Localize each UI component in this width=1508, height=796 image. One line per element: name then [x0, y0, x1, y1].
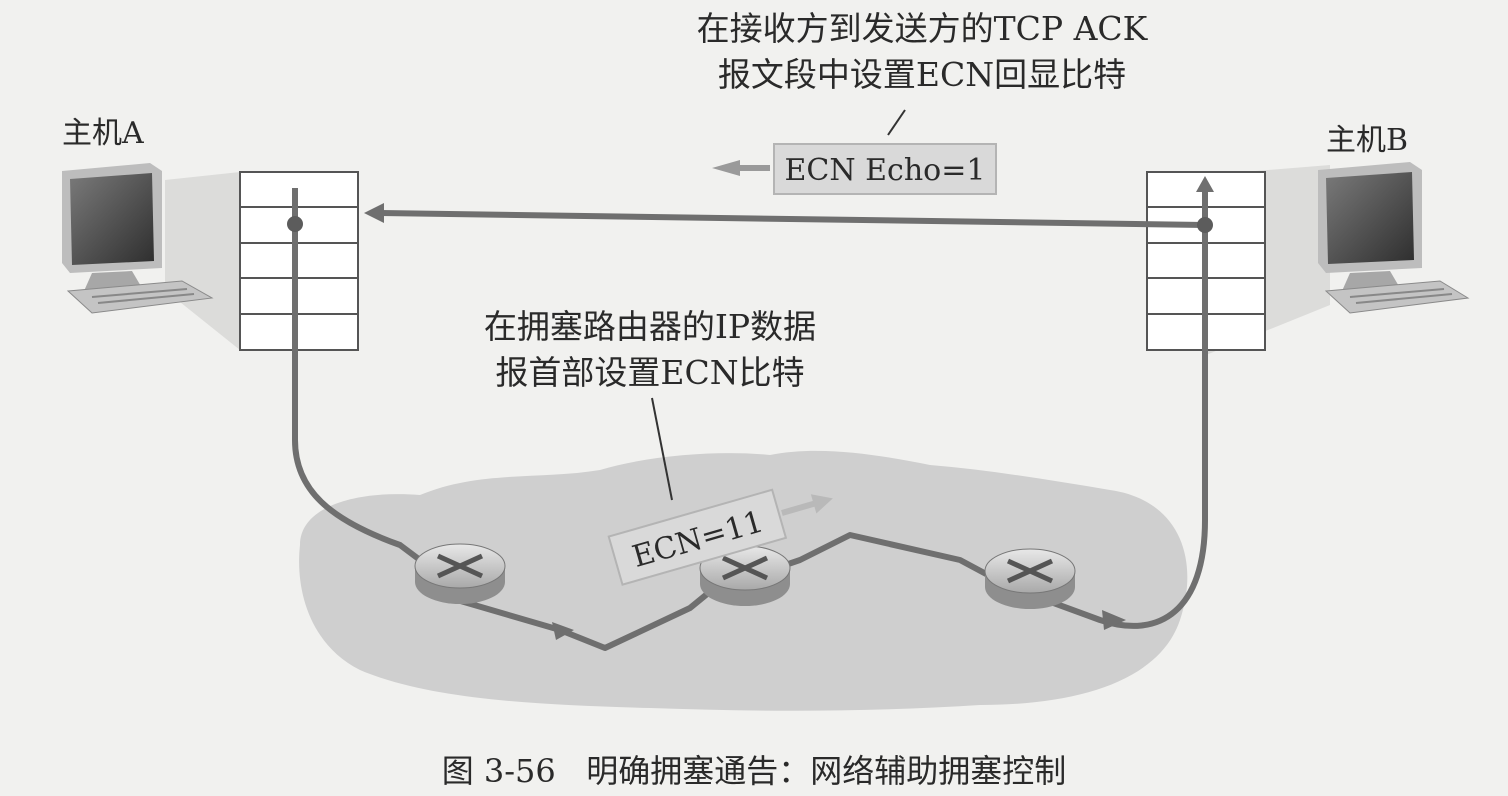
router-leader-line: [651, 397, 673, 501]
ack-annotation-line1: 在接收方到发送方的TCP ACK: [697, 9, 1149, 48]
computer-icon: [62, 163, 214, 314]
computer-icon: [1318, 162, 1470, 314]
router-annotation-line1: 在拥塞路由器的IP数据: [484, 307, 816, 346]
echo-tag-label: ECN Echo=1: [785, 153, 986, 188]
router-annotation-line2: 报首部设置ECN比特: [495, 353, 804, 392]
host-a-shading: [165, 172, 240, 350]
arrowhead-right-icon: [1102, 610, 1126, 630]
router-icon: [984, 548, 1076, 609]
ack-leader-line: [887, 109, 906, 136]
ack-annotation-line2: 报文段中设置ECN回显比特: [718, 55, 1126, 94]
arrowhead-up-icon: [1196, 176, 1214, 192]
arrowhead-right-icon: [552, 622, 574, 640]
router-icon: [414, 543, 506, 604]
ack-path: [377, 210, 1206, 228]
stack-dot: [1197, 217, 1213, 233]
protocol-stack: [239, 171, 359, 351]
echo-packet: ECN Echo=1: [712, 143, 997, 195]
stack-dot: [287, 216, 303, 232]
figure-caption: 图 3-56 明确拥塞通告：网络辅助拥塞控制: [442, 752, 1067, 790]
host-a-label: 主机A: [62, 116, 144, 151]
host-b-label: 主机B: [1326, 123, 1408, 158]
arrowhead-left-icon: [364, 203, 384, 223]
